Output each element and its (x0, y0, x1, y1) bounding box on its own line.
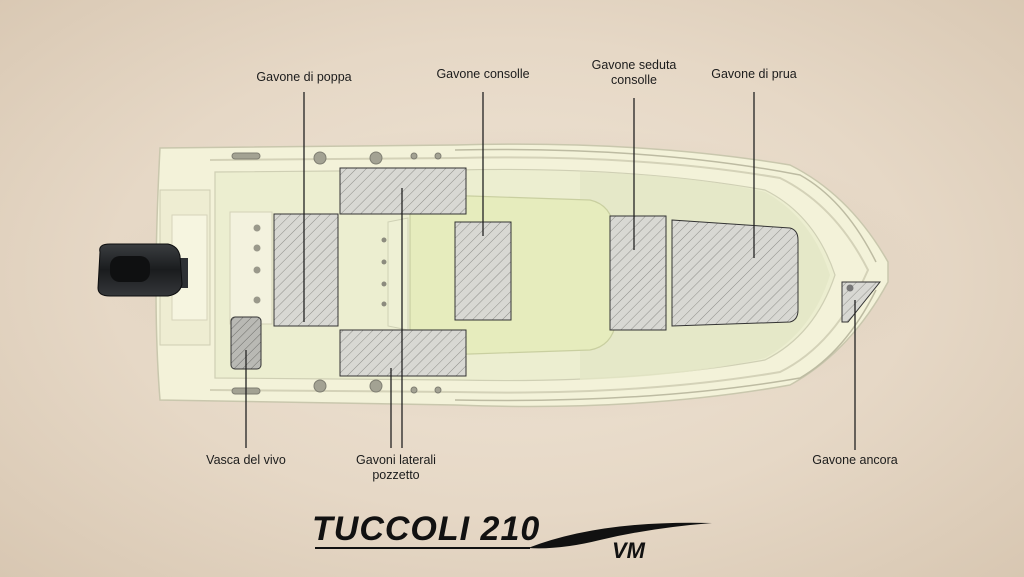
deck-fittings (231, 151, 442, 395)
label-gavone-seduta-line1: Gavone seduta (591, 58, 677, 72)
label-gavone-seduta-consolle: Gavone seduta consolle (592, 58, 677, 88)
label-gavone-ancora: Gavone ancora (812, 453, 898, 467)
aft-bench (229, 211, 273, 325)
gavone-consolle-hatch (454, 221, 512, 321)
label-gavone-seduta-line2: consolle (611, 73, 657, 87)
gavone-poppa-hatch (273, 213, 339, 327)
drain-fittings (253, 224, 261, 304)
gavone-laterale-top-hatch (339, 167, 467, 215)
logo-swoosh (528, 522, 712, 549)
anchor-fitting (846, 284, 854, 292)
logo-model: VM (612, 538, 645, 563)
gavone-prua-hatch (671, 219, 799, 327)
logo-name: TUCCOLI 210 (312, 510, 541, 548)
label-gavone-di-prua: Gavone di prua (711, 67, 797, 81)
gunwale (209, 156, 870, 394)
rub-rail-top (454, 148, 877, 263)
label-vasca-del-vivo: Vasca del vivo (206, 453, 286, 467)
label-gavone-di-poppa: Gavone di poppa (256, 70, 352, 84)
gavone-laterale-bottom-hatch (339, 329, 467, 377)
label-gavone-consolle: Gavone consolle (436, 67, 530, 81)
label-gavoni-laterali-line1: Gavoni laterali (356, 453, 436, 467)
leader-lines (245, 92, 856, 450)
gavone-ancora-hatch (841, 281, 882, 323)
console-handholds (381, 237, 387, 307)
console-seat-front (387, 217, 409, 331)
label-gavoni-laterali-pozzetto: Gavoni laterali pozzetto (356, 453, 436, 483)
engine-cowl (110, 256, 150, 282)
rub-rail-bottom (454, 289, 877, 402)
gavone-seduta-hatch (609, 215, 667, 331)
label-gavoni-laterali-line2: pozzetto (372, 468, 420, 482)
